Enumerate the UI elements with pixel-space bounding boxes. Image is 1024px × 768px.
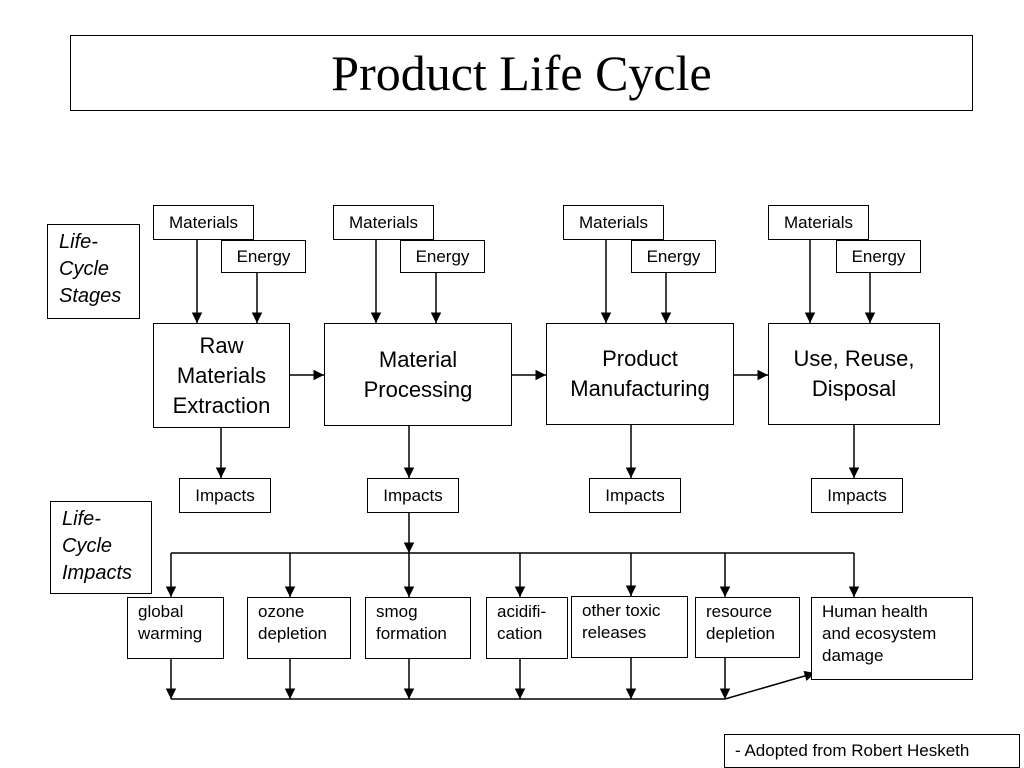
impacts-stage-4: Impacts	[811, 478, 903, 513]
effect-resource-depletion: resource depletion	[695, 597, 800, 658]
life-cycle-impacts-label: Life- Cycle Impacts	[50, 501, 152, 594]
effect-ozone-depletion: ozone depletion	[247, 597, 351, 659]
materials-input-stage-4: Materials	[768, 205, 869, 240]
impacts-stage-3: Impacts	[589, 478, 681, 513]
page-title: Product Life Cycle	[70, 35, 973, 111]
energy-input-stage-4: Energy	[836, 240, 921, 273]
arrow-bus-to-human-health-damage	[724, 670, 816, 700]
impacts-stage-1: Impacts	[179, 478, 271, 513]
materials-input-stage-2: Materials	[333, 205, 434, 240]
impacts-stage-2: Impacts	[367, 478, 459, 513]
effect-acidification: acidifi- cation	[486, 597, 568, 659]
stage-material-processing: Material Processing	[324, 323, 512, 426]
effect-human-health-ecosystem-damage: Human health and ecosystem damage	[811, 597, 973, 680]
materials-input-stage-1: Materials	[153, 205, 254, 240]
energy-input-stage-2: Energy	[400, 240, 485, 273]
effect-smog-formation: smog formation	[365, 597, 471, 659]
stage-product-manufacturing: Product Manufacturing	[546, 323, 734, 425]
materials-input-stage-3: Materials	[563, 205, 664, 240]
effect-global-warming: global warming	[127, 597, 224, 659]
life-cycle-stages-label: Life- Cycle Stages	[47, 224, 140, 319]
effect-other-toxic-releases: other toxic releases	[571, 596, 688, 658]
energy-input-stage-3: Energy	[631, 240, 716, 273]
attribution-credit: - Adopted from Robert Hesketh	[724, 734, 1020, 768]
energy-input-stage-1: Energy	[221, 240, 306, 273]
stage-use-reuse-disposal: Use, Reuse, Disposal	[768, 323, 940, 425]
stage-raw-materials-extraction: Raw Materials Extraction	[153, 323, 290, 428]
